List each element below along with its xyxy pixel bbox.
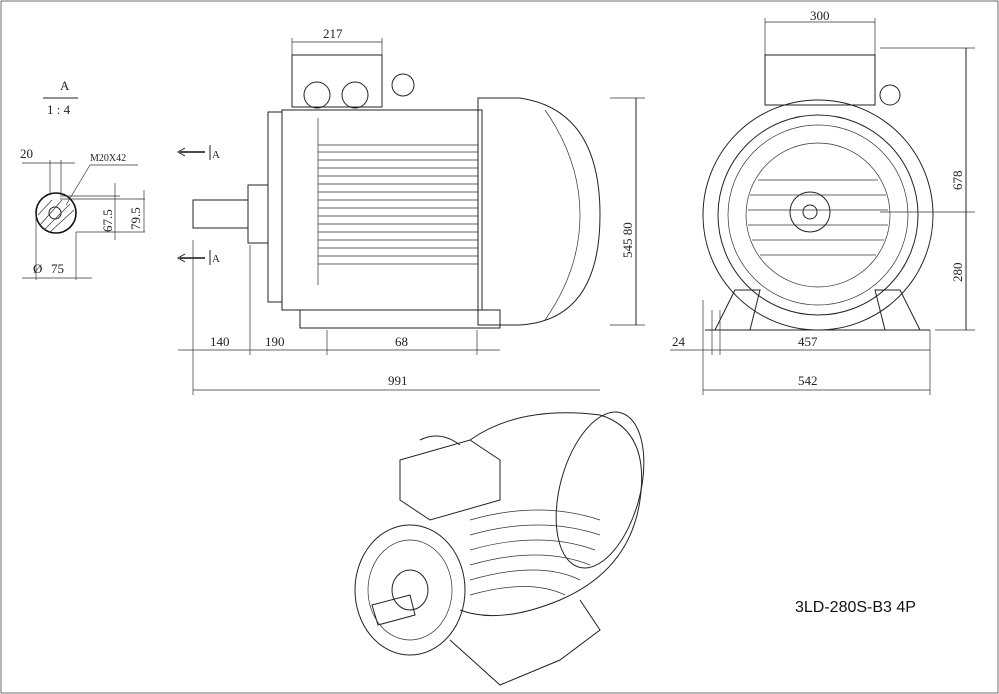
cable-gland	[303, 81, 331, 109]
section-marker-bottom: A	[212, 253, 220, 265]
height-67-5: 67.5	[100, 209, 115, 232]
section-hatching	[37, 199, 75, 233]
terminal-box	[291, 54, 383, 108]
side-view: A A 217 545 80	[176, 26, 645, 395]
cable-gland	[341, 81, 369, 109]
bearing-cap	[247, 184, 269, 244]
fan-cover	[477, 97, 601, 326]
iso-front-ring	[367, 539, 453, 641]
fan-cover-ring	[745, 142, 891, 288]
motor-body	[281, 109, 483, 311]
overall-length-dim: 991	[388, 373, 408, 388]
iso-body-outline	[459, 412, 643, 617]
cable-gland	[879, 84, 901, 106]
iso-shaft	[371, 594, 416, 626]
shaft-height-dim: 280	[950, 263, 965, 283]
foot-hole-span-dim: 457	[798, 334, 818, 349]
detail-view-a: A 1 : 4 20 M20X42 67.5 79.5 Ø 75	[20, 78, 145, 280]
total-height-dim: 678	[950, 171, 965, 191]
height-79-5: 79.5	[128, 207, 143, 230]
fan-cover-contour	[544, 109, 581, 321]
iso-hub	[391, 569, 429, 611]
fan-cover-ring	[727, 124, 909, 306]
front-view: 300 678 280 24 457 542	[670, 8, 975, 395]
iso-cooling-fins	[469, 509, 601, 596]
isometric-view	[354, 411, 645, 686]
fan-cover-ring	[717, 114, 919, 316]
front-feet	[714, 289, 921, 331]
section-label: A	[60, 78, 70, 93]
dim-68: 68	[395, 334, 408, 349]
diameter-dim: 75	[51, 261, 64, 276]
iso-feet	[449, 599, 601, 686]
iso-fan-cover	[555, 411, 645, 569]
shaft	[192, 199, 249, 229]
key-width-dim: 20	[20, 146, 33, 161]
shaft-section	[35, 192, 77, 234]
fan-grille	[748, 179, 888, 256]
iso-front-face	[354, 524, 466, 656]
terminal-box-width: 217	[323, 26, 343, 41]
top-width-dim: 300	[810, 8, 830, 23]
scale-label: 1 : 4	[47, 102, 71, 117]
shaft-flange	[789, 191, 831, 233]
end-shield	[267, 111, 283, 303]
section-marker-top: A	[212, 149, 220, 161]
fan-cover-outer	[702, 99, 934, 331]
mounting-foot	[299, 309, 501, 329]
section-arrow-icons	[176, 147, 186, 263]
iso-terminal-box	[399, 439, 501, 521]
iso-lifting-eye	[419, 435, 461, 446]
terminal-box-front	[764, 54, 876, 106]
model-label: 3LD-280S-B3 4P	[795, 599, 916, 616]
section-cut-lines	[180, 151, 205, 259]
cooling-fins	[317, 118, 478, 285]
overall-height-dim: 545 80	[620, 222, 635, 258]
dim-190: 190	[265, 334, 285, 349]
foot-thickness-dim: 24	[672, 334, 686, 349]
shaft-end	[802, 204, 818, 220]
lifting-eye	[391, 73, 415, 97]
diameter-symbol: Ø	[33, 261, 42, 276]
thread-label: M20X42	[90, 153, 126, 164]
foot-width-dim: 542	[798, 373, 818, 388]
dim-140: 140	[210, 334, 230, 349]
